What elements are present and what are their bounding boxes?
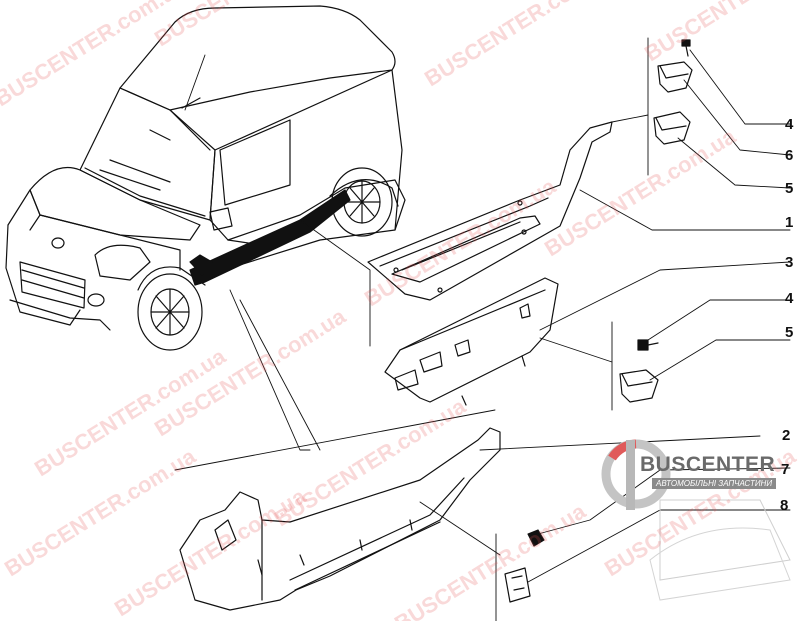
callout-4-top: 4 xyxy=(785,116,794,133)
part-2-sill-trim xyxy=(179,427,501,611)
part-3-sill-panel xyxy=(384,277,559,406)
fasteners xyxy=(504,39,693,603)
callout-6: 6 xyxy=(785,147,794,164)
callout-7: 7 xyxy=(781,461,790,478)
callout-2: 2 xyxy=(782,427,791,444)
sill-highlight xyxy=(189,189,351,286)
callout-1: 1 xyxy=(785,214,794,231)
callout-5-mid: 5 xyxy=(785,324,794,341)
callout-3: 3 xyxy=(785,254,794,271)
part-1-sill-panel xyxy=(367,121,613,301)
callout-5-top: 5 xyxy=(785,180,794,197)
logo-wordmark: BUSCENTER xyxy=(640,453,776,476)
callout-8: 8 xyxy=(780,497,789,514)
leader-lines xyxy=(174,37,791,621)
callout-4-mid: 4 xyxy=(785,290,794,307)
van-illustration xyxy=(5,5,406,351)
buscenter-logo xyxy=(601,439,791,601)
logo-tagline: АВТОМОБІЛЬНІ ЗАПЧАСТИНИ xyxy=(652,478,777,489)
